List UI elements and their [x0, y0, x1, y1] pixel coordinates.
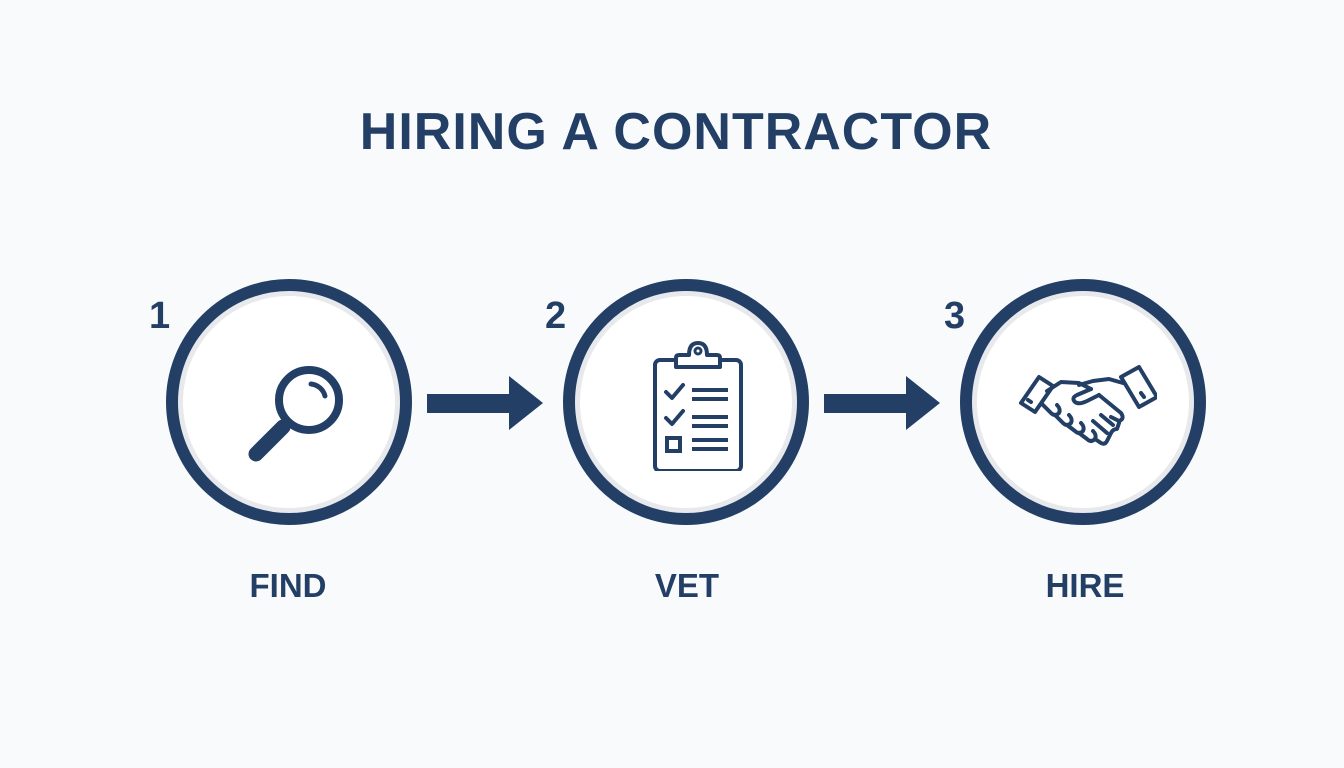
step-3-number: 3 [944, 295, 966, 337]
step-3-label: HIRE [1045, 567, 1125, 604]
arrow-right-icon [824, 376, 940, 430]
magnifying-glass-icon [248, 366, 343, 462]
step-1-label: FIND [249, 567, 327, 604]
step-2-label: VET [654, 567, 720, 604]
step-1-number: 1 [149, 295, 171, 337]
step-1-circle [166, 279, 412, 525]
step-2-number: 2 [545, 295, 567, 337]
clipboard-checklist-icon [653, 341, 743, 471]
step-3-circle [960, 279, 1206, 525]
arrow-right-icon [427, 376, 543, 430]
step-2-circle [563, 279, 809, 525]
diagram-title: HIRING A CONTRACTOR [359, 103, 993, 161]
handshake-icon [1019, 365, 1157, 446]
